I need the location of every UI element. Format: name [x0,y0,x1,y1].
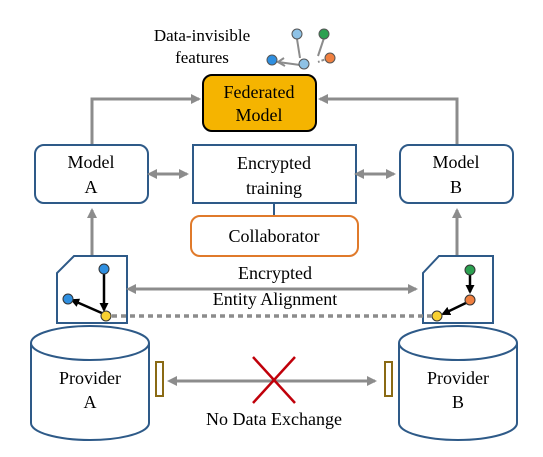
data-invisible-label-line2: features [175,48,229,67]
model-a-to-federated-arrow [90,94,201,145]
entity-alignment-label-line1: Encrypted [238,263,312,283]
model-b-label-line2: B [450,177,462,197]
provider-a-label-line1: Provider [59,368,121,388]
encrypted-training-label-line1: Encrypted [237,153,311,173]
federated-model-label-line2: Model [236,105,283,125]
provider-a-label-line2: A [84,392,97,412]
model-a-label-line1: Model [68,152,115,172]
provider-a-database-icon [30,325,150,441]
feature-graph-icon [266,28,336,70]
collaborator-label: Collaborator [229,226,320,246]
provider-b-port-icon [384,361,393,397]
entity-alignment-label-line2: Entity Alignment [213,289,338,309]
model-b-box [399,144,514,204]
collaborator-box [190,215,359,257]
federated-model-box [202,74,317,132]
model-b-label-line1: Model [433,152,480,172]
provider-b-label-line1: Provider [427,368,489,388]
federated-model-label-line1: Federated [224,82,295,102]
provider-b-database-icon [398,325,518,441]
cross-icon [252,356,296,404]
no-data-exchange-label: No Data Exchange [206,409,342,429]
encrypted-training-label-line2: training [246,178,302,198]
document-graph-icon-a [56,255,128,324]
model-b-to-federated-arrow [318,94,459,145]
model-a-label-line2: A [85,177,98,197]
provider-b-label-line2: B [452,392,464,412]
document-graph-icon-b [422,255,494,324]
data-invisible-label-line1: Data-invisible [154,26,250,45]
provider-a-port-icon [155,361,164,397]
